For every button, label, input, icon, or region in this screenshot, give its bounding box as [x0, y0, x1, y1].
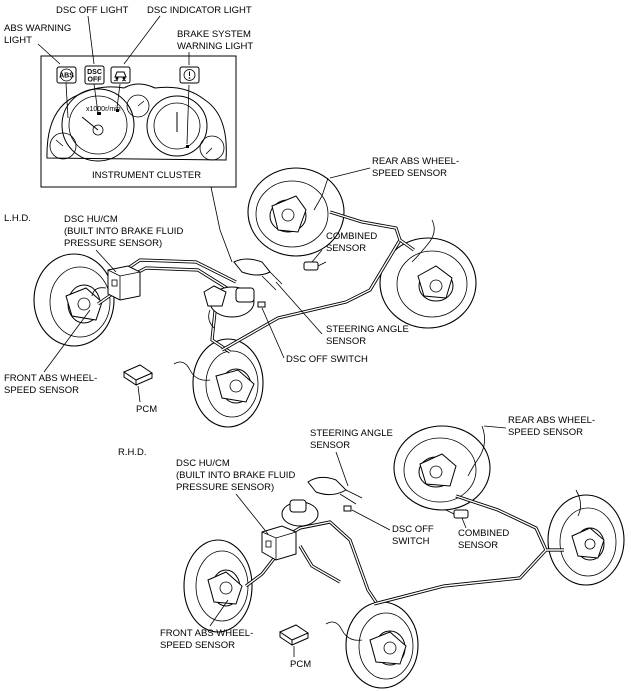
rhd-combined-sensor-label-line2: SENSOR	[458, 540, 498, 551]
lhd-dsc-hucm-label-line1: DSC HU/CM	[64, 214, 118, 225]
lhd-combined-sensor	[303, 261, 327, 271]
lhd-dsc-hucm	[107, 265, 141, 301]
lhd-front-right-wheel	[192, 338, 264, 428]
brake-system-warning-light-label-line2: WARNING LIGHT	[177, 41, 253, 52]
rhd-rear-left-wheel	[393, 425, 491, 511]
lhd-steering-angle-label-line2: SENSOR	[326, 336, 366, 347]
lhd-front-sensor-harness	[173, 361, 211, 381]
rhd-label: R.H.D.	[118, 447, 147, 458]
rhd-diagram: R.H.D.	[118, 415, 625, 689]
lhd-dsc-hucm-label-line3: PRESSURE SENSOR)	[64, 238, 162, 249]
rhd-dsc-off-switch-label-line1: DSC OFF	[392, 524, 434, 535]
svg-text:OFF: OFF	[88, 77, 103, 84]
rhd-front-right-wheel	[345, 601, 419, 689]
rhd-dsc-off-switch	[343, 505, 352, 512]
tach-unit-text: x1000r/min	[86, 106, 121, 113]
abs-warning-light-label-line2: LIGHT	[4, 35, 32, 46]
abs-lamp-mark	[97, 112, 101, 115]
rhd-dsc-hucm-label-line1: DSC HU/CM	[176, 458, 230, 469]
rhd-rear-abs-label-line1: REAR ABS WHEEL-	[508, 415, 595, 426]
svg-text:DSC: DSC	[87, 69, 102, 76]
dsc-lamp-mark	[116, 109, 119, 112]
dsc-indicator-light-label: DSC INDICATOR LIGHT	[147, 5, 252, 16]
lhd-diagram: L.H.D.	[4, 156, 477, 428]
lhd-master-cylinder	[203, 285, 255, 329]
rhd-steering-angle-label-line2: SENSOR	[310, 440, 350, 451]
lhd-rear-left-wheel	[247, 167, 345, 257]
lhd-front-abs-label-line1: FRONT ABS WHEEL-	[4, 373, 97, 384]
lhd-label: L.H.D.	[4, 213, 31, 224]
rhd-front-abs-label-line1: FRONT ABS WHEEL-	[160, 628, 253, 639]
rhd-combined-sensor-label-line1: COMBINED	[458, 528, 509, 539]
rhd-master-cylinder	[281, 499, 319, 527]
cluster-callouts: DSC OFF LIGHT DSC INDICATOR LIGHT ABS WA…	[4, 5, 253, 263]
lhd-steering-angle-sensor	[233, 258, 283, 291]
instrument-cluster: x1000r/min ABS DSC OFF	[40, 55, 237, 188]
rhd-combined-sensor	[445, 509, 469, 519]
svg-text:ABS: ABS	[59, 72, 74, 79]
dsc-indicator-light-icon	[110, 66, 131, 84]
instrument-cluster-label: INSTRUMENT CLUSTER	[92, 170, 201, 181]
rhd-front-abs-label-line2: SPEED SENSOR	[160, 640, 235, 651]
brake-system-warning-light-label-line1: BRAKE SYSTEM	[177, 29, 251, 40]
lhd-rear-abs-label-line2: SPEED SENSOR	[372, 168, 447, 179]
lhd-pcm	[122, 364, 154, 386]
dsc-off-light-icon: DSC OFF	[84, 65, 105, 85]
lhd-pcm-label: PCM	[136, 404, 157, 415]
abs-warning-light-icon: ABS	[56, 66, 77, 84]
lhd-combined-sensor-label-line2: SENSOR	[326, 243, 366, 254]
lhd-front-abs-label-line2: SPEED SENSOR	[4, 385, 79, 396]
rhd-dsc-hucm	[261, 525, 297, 561]
lhd-combined-sensor-label-line1: COMBINED	[326, 231, 377, 242]
rhd-steering-angle-sensor	[307, 476, 363, 505]
lhd-rear-right-wheel	[379, 237, 477, 329]
rhd-rear-right-wheel	[547, 494, 625, 586]
rhd-pcm	[278, 624, 310, 646]
rhd-dsc-off-switch-label-line2: SWITCH	[392, 536, 430, 547]
rhd-steering-angle-label-line1: STEERING ANGLE	[310, 428, 393, 439]
lhd-dsc-hucm-label-line2: (BUILT INTO BRAKE FLUID	[64, 226, 183, 237]
rhd-dsc-hucm-label-line2: (BUILT INTO BRAKE FLUID	[176, 470, 295, 481]
brake-system-warning-light-icon	[179, 66, 200, 84]
dsc-off-light-label: DSC OFF LIGHT	[56, 5, 129, 16]
rhd-dsc-hucm-label-line3: PRESSURE SENSOR)	[176, 482, 274, 493]
rhd-brake-pipes	[245, 494, 564, 606]
lhd-dsc-off-switch	[257, 301, 266, 308]
lhd-dsc-off-switch-label: DSC OFF SWITCH	[286, 354, 368, 365]
brake-lamp-mark	[186, 145, 189, 148]
rhd-front-left-wheel	[183, 539, 253, 633]
rhd-rear-abs-label-line2: SPEED SENSOR	[508, 427, 583, 438]
abs-warning-light-label-line1: ABS WARNING	[4, 23, 71, 34]
rhd-pcm-label: PCM	[290, 659, 311, 670]
lhd-steering-angle-label-line1: STEERING ANGLE	[326, 324, 409, 335]
lhd-rear-abs-label-line1: REAR ABS WHEEL-	[372, 156, 459, 167]
